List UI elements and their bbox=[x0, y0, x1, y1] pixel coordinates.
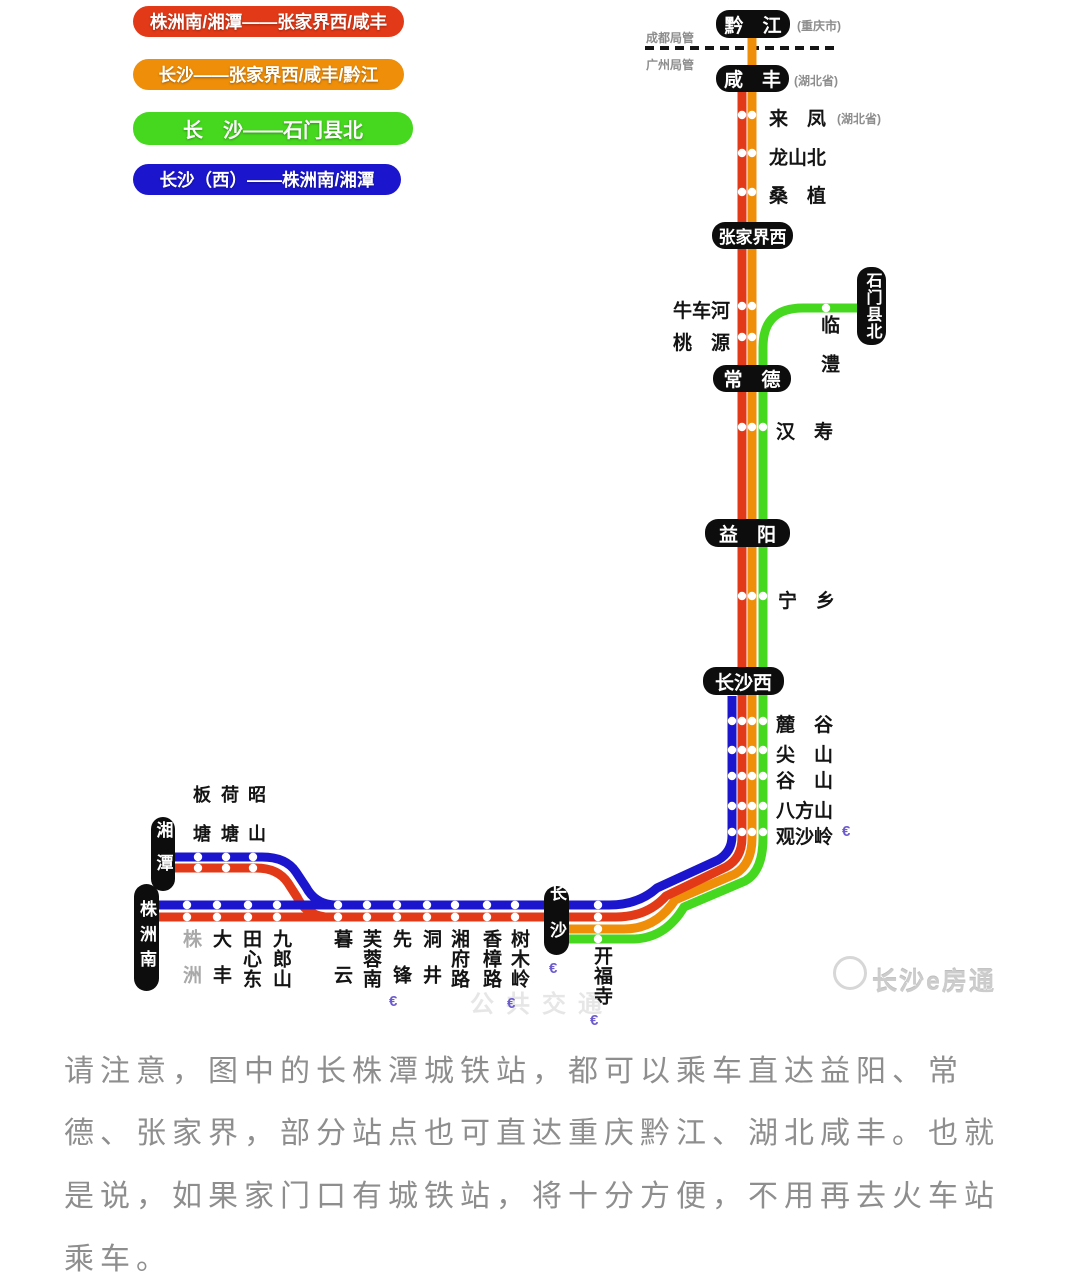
watermark-logo-icon bbox=[833, 956, 867, 990]
station-label-longshan-north: 龙山北 bbox=[769, 148, 827, 169]
station-label-jianshan: 尖 山 bbox=[776, 745, 834, 766]
caption-line-1: 请注意，图中的长株潭城铁站，都可以乘车直达益阳、常 bbox=[64, 1055, 964, 1088]
station-label-lugu: 麓 谷 bbox=[776, 715, 834, 736]
station-label-guanshaling: 观沙岭 bbox=[776, 827, 834, 848]
station-label-zhuzhou: 株洲 bbox=[180, 929, 201, 1001]
station-label-xiangzhanglu: 香樟路 bbox=[480, 929, 501, 989]
station-label-linli: 临澧 bbox=[818, 315, 839, 393]
line-green-shimen bbox=[557, 303, 866, 944]
station-label-laifeng: 来 凤 bbox=[769, 109, 827, 130]
legend-item-orange: 长沙——张家界西/咸丰/黔江 bbox=[133, 59, 404, 90]
station-label-niuchehe: 牛车河 bbox=[672, 301, 730, 322]
metro-logo-icon: € bbox=[842, 823, 851, 840]
station-label-hetang: 荷塘 bbox=[219, 785, 239, 863]
metro-logo-icon: € bbox=[389, 993, 398, 1010]
station-pill-yiyang: 益 阳 bbox=[705, 519, 790, 547]
station-dots bbox=[182, 110, 831, 944]
label-hubei-province-xianfeng: (湖北省) bbox=[794, 74, 838, 88]
station-label-muyun: 暮云 bbox=[331, 929, 352, 1001]
metro-logo-icon: € bbox=[549, 960, 558, 977]
station-label-taoyuan: 桃 源 bbox=[672, 333, 730, 354]
station-pill-xianfeng: 咸 丰 bbox=[716, 65, 789, 92]
station-label-bantang: 板塘 bbox=[191, 785, 211, 863]
station-label-tianxindong: 田心东 bbox=[240, 929, 261, 989]
label-chongqing-province: (重庆市) bbox=[797, 19, 841, 33]
line-red-trunk bbox=[159, 80, 747, 922]
station-label-hanshou: 汉 寿 bbox=[776, 422, 834, 443]
station-pill-changde: 常 德 bbox=[713, 365, 791, 392]
station-label-shumuling: 树木岭 bbox=[508, 929, 529, 989]
station-label-dongjing: 洞井 bbox=[420, 929, 441, 1001]
station-pill-xiangtan: 湘潭 bbox=[151, 817, 175, 891]
caption-line-3: 是说，如果家门口有城铁站，将十分方便，不用再去火车站 bbox=[64, 1180, 1000, 1213]
station-label-xianfeng-station: 先锋 bbox=[390, 929, 411, 1001]
station-label-ningxiang: 宁 乡 bbox=[778, 591, 836, 612]
station-label-furongnan: 芙蓉南 bbox=[360, 929, 381, 989]
faint-watermark-text: 公共交通 bbox=[470, 991, 614, 1018]
station-pill-changsha-west: 长沙西 bbox=[703, 667, 784, 695]
watermark-brand-text: 长沙e房通 bbox=[872, 968, 996, 996]
legend-item-red: 株洲南/湘潭——张家界西/咸丰 bbox=[133, 6, 404, 37]
station-label-xiangfulu: 湘府路 bbox=[448, 929, 469, 989]
station-pill-changsha: 长沙 bbox=[544, 884, 569, 958]
station-pill-zhuzhou-south: 株洲南 bbox=[134, 884, 159, 991]
metro-logo-icon: € bbox=[507, 995, 516, 1012]
station-label-bafangshan: 八方山 bbox=[776, 801, 834, 822]
station-pill-shimen-county-north: 石门县北 bbox=[857, 267, 886, 345]
legend-item-green: 长 沙——石门县北 bbox=[133, 112, 413, 145]
station-label-dafeng: 大丰 bbox=[210, 929, 231, 1001]
station-label-gushan: 谷 山 bbox=[776, 771, 834, 792]
legend-item-blue: 长沙（西）——株洲南/湘潭 bbox=[133, 164, 401, 195]
rail-map-canvas bbox=[159, 24, 866, 944]
station-label-jiulangshan: 九郎山 bbox=[270, 929, 291, 989]
label-guangzhou-bureau: 广州局管 bbox=[646, 58, 695, 72]
station-label-sangzhi: 桑 植 bbox=[769, 186, 827, 207]
station-label-zhaoshan: 昭山 bbox=[246, 785, 266, 863]
label-hubei-province-laifeng: (湖北省) bbox=[837, 112, 881, 126]
metro-logo-icon: € bbox=[590, 1012, 599, 1029]
line-blue-trunk bbox=[159, 696, 737, 910]
label-chengdu-bureau: 成都局管 bbox=[646, 31, 695, 45]
caption-line-4: 乘车。 bbox=[64, 1243, 172, 1276]
line-orange-qianjiang bbox=[557, 24, 757, 934]
station-pill-zhangjiajie-west: 张家界西 bbox=[712, 222, 793, 249]
station-label-kaifusi: 开福寺 bbox=[591, 946, 612, 1006]
caption-line-2: 德、张家界，部分站点也可直达重庆黔江、湖北咸丰。也就 bbox=[64, 1117, 1000, 1150]
station-pill-qianjiang: 黔 江 bbox=[716, 10, 790, 38]
